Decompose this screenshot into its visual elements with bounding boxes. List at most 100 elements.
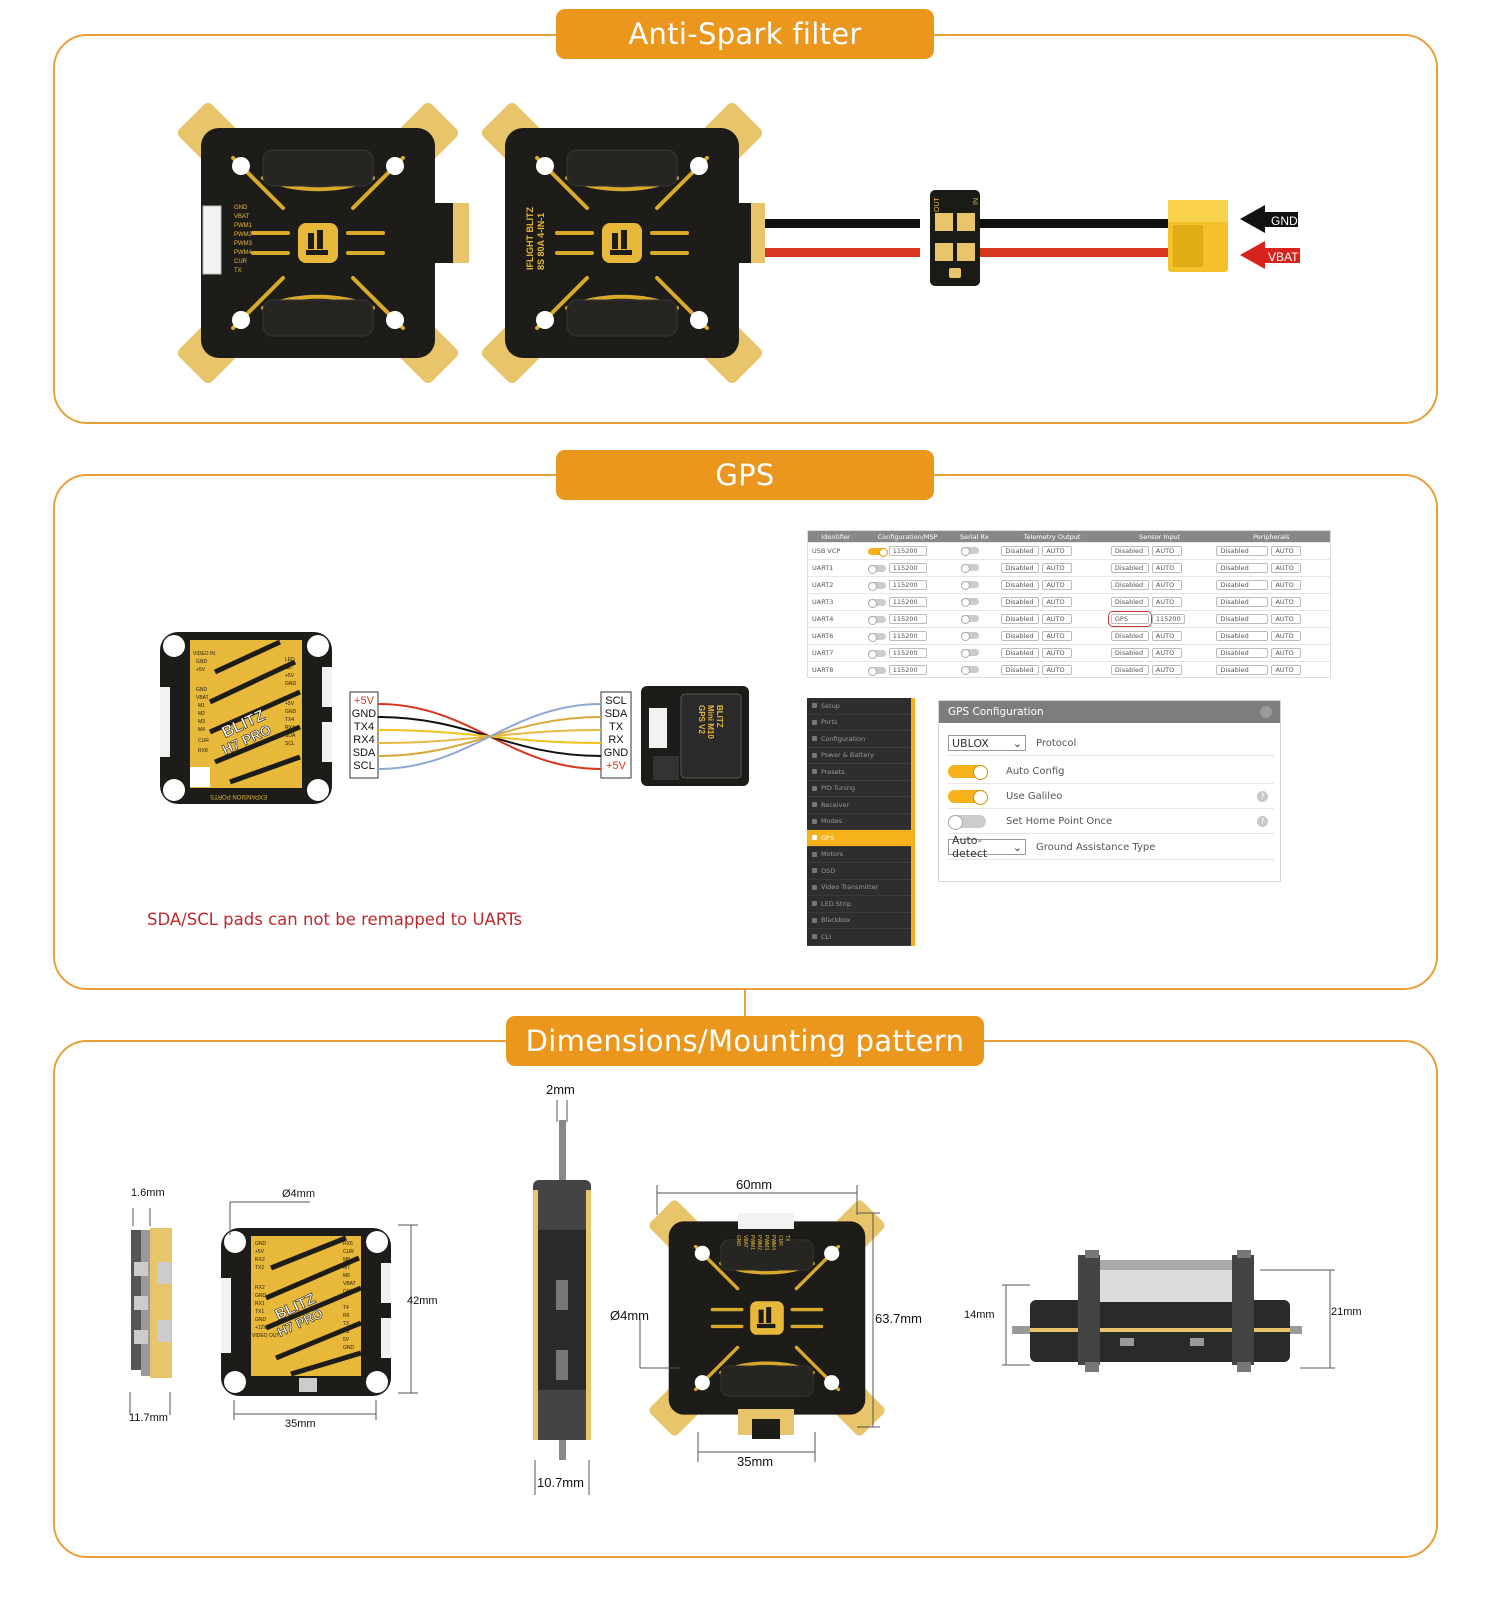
sidebar-item-ports[interactable]: Ports	[807, 715, 911, 731]
peripheral-baud-select[interactable]: AUTO	[1271, 648, 1302, 658]
sidebar-item-configuration[interactable]: Configuration	[807, 731, 911, 748]
sidebar-item-cli[interactable]: CLI	[807, 929, 911, 946]
sensor-select[interactable]: Disabled	[1110, 665, 1149, 675]
sidebar-item-led-strip[interactable]: LED Strip	[807, 896, 911, 913]
sensor-baud-select[interactable]: AUTO	[1151, 665, 1182, 675]
peripheral-select[interactable]: Disabled	[1216, 546, 1269, 556]
serial-rx-toggle[interactable]	[961, 614, 980, 624]
sidebar-item-video-transmitter[interactable]: Video Transmitter	[807, 880, 911, 896]
msp-toggle[interactable]	[867, 598, 886, 608]
telemetry-baud-select[interactable]: AUTO	[1042, 614, 1073, 624]
sensor-select[interactable]: Disabled	[1110, 546, 1149, 556]
baud-select[interactable]: 115200	[888, 597, 927, 607]
question-icon[interactable]: ?	[1257, 815, 1268, 827]
telemetry-select[interactable]: Disabled	[1001, 597, 1040, 607]
msp-toggle[interactable]	[867, 632, 886, 642]
telemetry-baud-select[interactable]: AUTO	[1042, 631, 1073, 641]
peripheral-baud-select[interactable]: AUTO	[1271, 580, 1302, 590]
sensor-baud-select[interactable]: AUTO	[1151, 563, 1182, 573]
peripheral-select[interactable]: Disabled	[1216, 597, 1269, 607]
sidebar-item-power-battery[interactable]: Power & Battery	[807, 748, 911, 764]
serial-rx-toggle[interactable]	[961, 665, 980, 675]
serial-rx-toggle[interactable]	[961, 631, 980, 641]
telemetry-select[interactable]: Disabled	[1001, 546, 1040, 556]
telemetry-select[interactable]: Disabled	[1001, 614, 1040, 624]
msp-toggle[interactable]	[867, 666, 886, 676]
stack-dimension-lines	[1002, 1269, 1335, 1369]
msp-toggle[interactable]	[867, 581, 886, 591]
telemetry-baud-select[interactable]: AUTO	[1042, 580, 1073, 590]
baud-select[interactable]: 115200	[888, 580, 927, 590]
sidebar-item-modes[interactable]: Modes	[807, 814, 911, 830]
peripheral-select[interactable]: Disabled	[1216, 614, 1269, 624]
telemetry-select[interactable]: Disabled	[1001, 631, 1040, 641]
sensor-select[interactable]: Disabled	[1110, 648, 1149, 658]
sensor-baud-select[interactable]: AUTO	[1151, 546, 1182, 556]
baud-select[interactable]: 115200	[888, 546, 927, 556]
sensor-select[interactable]: Disabled	[1110, 580, 1149, 590]
sidebar-item-osd[interactable]: OSD	[807, 863, 911, 880]
fc-top-view	[221, 1228, 391, 1396]
sidebar-item-setup[interactable]: Setup	[807, 698, 911, 715]
assist-select[interactable]: Auto-detect ⌄	[948, 834, 1026, 860]
sensor-select[interactable]: GPS	[1107, 611, 1152, 627]
serial-rx-toggle[interactable]	[961, 580, 980, 590]
sidebar-item-gps[interactable]: GPS	[807, 830, 911, 847]
msp-toggle[interactable]	[867, 547, 888, 557]
peripheral-baud-select[interactable]: AUTO	[1271, 546, 1302, 556]
peripheral-select[interactable]: Disabled	[1216, 580, 1269, 590]
sensor-baud-select[interactable]: 115200	[1151, 614, 1185, 624]
peripheral-baud-select[interactable]: AUTO	[1271, 563, 1302, 573]
telemetry-select[interactable]: Disabled	[1001, 648, 1040, 658]
telemetry-select[interactable]: Disabled	[1001, 563, 1040, 573]
sensor-baud-select[interactable]: AUTO	[1151, 580, 1182, 590]
peripheral-select[interactable]: Disabled	[1216, 648, 1269, 658]
sensor-select[interactable]: Disabled	[1110, 631, 1149, 641]
peripheral-baud-select[interactable]: AUTO	[1271, 631, 1302, 641]
msp-toggle[interactable]	[867, 615, 886, 625]
telemetry-baud-select[interactable]: AUTO	[1042, 563, 1073, 573]
telemetry-baud-select[interactable]: AUTO	[1042, 648, 1073, 658]
gps-pin-label: TX	[609, 721, 624, 733]
serial-rx-toggle[interactable]	[961, 546, 980, 556]
telemetry-baud-select[interactable]: AUTO	[1042, 546, 1073, 556]
sensor-select[interactable]: Disabled	[1110, 597, 1149, 607]
sidebar-item-pid-tuning[interactable]: PID Tuning	[807, 781, 911, 797]
serial-rx-toggle[interactable]	[961, 563, 980, 573]
serial-rx-toggle[interactable]	[961, 648, 980, 658]
peripheral-baud-select[interactable]: AUTO	[1271, 614, 1302, 624]
baud-select[interactable]: 115200	[888, 614, 927, 624]
telemetry-select[interactable]: Disabled	[1001, 580, 1040, 590]
telemetry-baud-select[interactable]: AUTO	[1042, 665, 1073, 675]
peripheral-select[interactable]: Disabled	[1216, 563, 1269, 573]
serial-rx-toggle[interactable]	[961, 597, 980, 607]
sensor-baud-select[interactable]: AUTO	[1151, 648, 1182, 658]
help-icon[interactable]	[1260, 706, 1272, 718]
use-galileo-toggle[interactable]	[948, 789, 988, 805]
sidebar-item-motors[interactable]: Motors	[807, 847, 911, 863]
msp-toggle[interactable]	[867, 649, 886, 659]
baud-select[interactable]: 115200	[888, 631, 927, 641]
sidebar-item-blackbox[interactable]: Blackbox	[807, 913, 911, 929]
peripheral-select[interactable]: Disabled	[1216, 665, 1269, 675]
esc-text-1: IFLIGHT BLITZ	[525, 207, 535, 270]
telemetry-baud-select[interactable]: AUTO	[1042, 597, 1073, 607]
baud-select[interactable]: 115200	[888, 648, 927, 658]
sidebar-item-receiver[interactable]: Receiver	[807, 797, 911, 814]
peripheral-baud-select[interactable]: AUTO	[1271, 665, 1302, 675]
peripheral-baud-select[interactable]: AUTO	[1271, 597, 1302, 607]
auto-config-toggle[interactable]	[948, 764, 988, 780]
sensor-baud-select[interactable]: AUTO	[1151, 631, 1182, 641]
baud-select[interactable]: 115200	[888, 665, 927, 675]
question-icon[interactable]: ?	[1257, 790, 1268, 802]
peripheral-select[interactable]: Disabled	[1216, 631, 1269, 641]
home-point-toggle[interactable]	[948, 814, 986, 830]
baud-select[interactable]: 115200	[888, 563, 927, 573]
protocol-select[interactable]: UBLOX ⌄	[948, 735, 1026, 751]
sensor-baud-select[interactable]: AUTO	[1151, 597, 1182, 607]
telemetry-select[interactable]: Disabled	[1001, 665, 1040, 675]
msp-toggle[interactable]	[867, 564, 886, 574]
sidebar-item-presets[interactable]: Presets	[807, 764, 911, 781]
section-connector	[744, 990, 746, 1040]
sensor-select[interactable]: Disabled	[1110, 563, 1149, 573]
